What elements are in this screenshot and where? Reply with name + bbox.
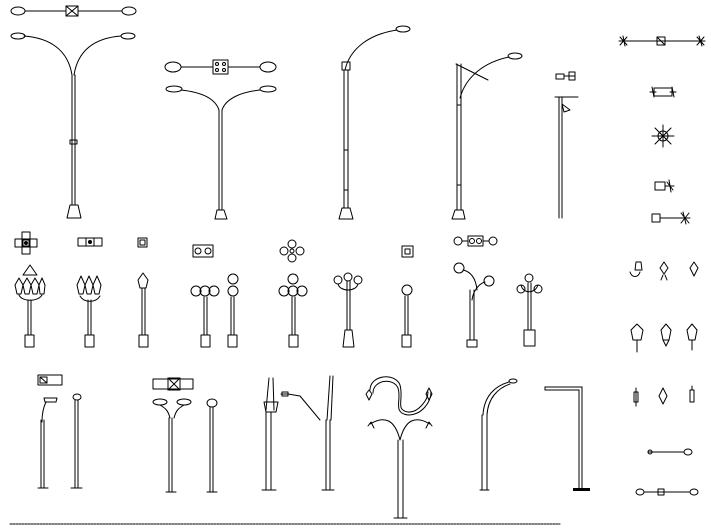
wall-bracket-lamp-plan bbox=[618, 35, 706, 225]
double-lamp-plan-box bbox=[152, 377, 194, 391]
five-lantern-post bbox=[14, 264, 46, 348]
slim-bracket-pole bbox=[554, 71, 579, 219]
single-arm-tapered-pole bbox=[451, 52, 523, 220]
rect-bracket-symbol bbox=[649, 86, 677, 98]
single-top-lamp-pole bbox=[206, 398, 218, 493]
double-lamp-pole-bottom bbox=[152, 398, 192, 493]
single-arm-curved-pole bbox=[338, 25, 411, 220]
bracket-pole-short-a bbox=[37, 397, 58, 489]
double-arm-curved-pole-tall bbox=[10, 32, 136, 219]
four-globe-plan bbox=[279, 239, 305, 263]
two-globe-plan bbox=[453, 235, 498, 247]
five-head-lantern-plan bbox=[14, 231, 38, 255]
star-burst-symbol bbox=[651, 124, 675, 148]
bracket-lamp-plan-small bbox=[37, 374, 63, 386]
two-globe-curved-post bbox=[453, 262, 495, 348]
single-globe-post-a bbox=[227, 273, 239, 348]
garden-lamp-column-symbols bbox=[14, 231, 148, 255]
single-globe-plan bbox=[401, 245, 414, 258]
curved-arm-pole-short bbox=[479, 378, 518, 491]
wall-sconce-symbols bbox=[629, 261, 699, 496]
lantern-cluster-posts bbox=[14, 264, 149, 348]
globe-posts bbox=[190, 235, 543, 348]
three-head-lantern-plan bbox=[77, 237, 103, 247]
double-arm-lamp-plan-center bbox=[164, 59, 277, 75]
single-globe-post-b bbox=[401, 284, 413, 348]
post-top-lamp-short bbox=[70, 393, 83, 489]
tapered-pole-bracket bbox=[261, 377, 279, 491]
sconce-row-3 bbox=[633, 385, 695, 407]
double-arm-lamp-plan-top bbox=[10, 5, 137, 17]
sconce-row-1 bbox=[629, 261, 699, 281]
three-globe-post bbox=[190, 285, 220, 348]
wall-arm-bracket-symbol bbox=[651, 211, 691, 225]
square-bracket-symbol bbox=[654, 179, 675, 193]
four-globe-post bbox=[278, 273, 308, 348]
three-lantern-post bbox=[76, 275, 102, 348]
single-lantern-post bbox=[137, 272, 149, 348]
double-arm-pole-elevation bbox=[165, 85, 277, 220]
angled-arm-pole bbox=[280, 375, 335, 491]
single-lantern-plan bbox=[137, 237, 148, 248]
swirl-arm-decorative-pole bbox=[365, 376, 433, 519]
three-globe-plan bbox=[192, 244, 214, 258]
ornate-triple-globe-post bbox=[333, 272, 363, 348]
bottom-row-poles bbox=[37, 374, 590, 519]
double-star-bracket bbox=[618, 35, 706, 47]
horizontal-bracket-symbols bbox=[635, 448, 699, 496]
cantilever-pole bbox=[544, 386, 590, 491]
sconce-row-2 bbox=[630, 323, 698, 353]
ornate-double-globe-post bbox=[516, 273, 543, 347]
